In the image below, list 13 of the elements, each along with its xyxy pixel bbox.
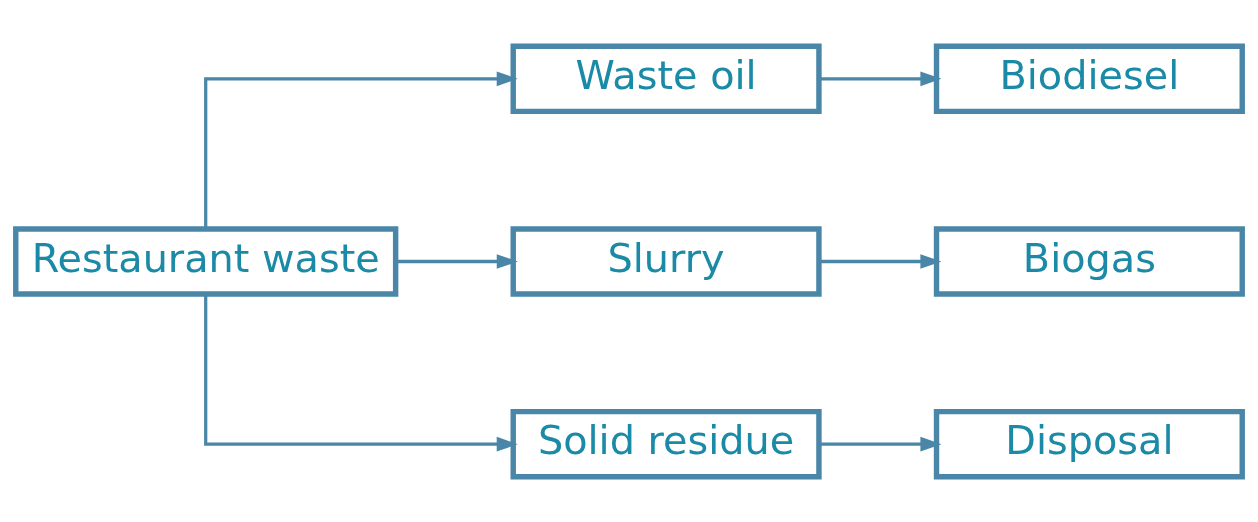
- node-box: Solid residue: [510, 408, 822, 479]
- node-box: Disposal: [933, 408, 1245, 479]
- node-box: Restaurant waste: [13, 225, 399, 297]
- node-box: Slurry: [510, 225, 822, 297]
- node-box: Biogas: [933, 225, 1245, 297]
- arrow: [396, 253, 518, 269]
- node-box: Biodiesel: [933, 43, 1245, 114]
- arrow: [204, 293, 518, 452]
- arrow: [819, 436, 942, 452]
- arrow: [204, 70, 518, 229]
- arrow: [819, 253, 942, 269]
- arrow: [819, 70, 942, 86]
- node-box: Waste oil: [510, 43, 822, 114]
